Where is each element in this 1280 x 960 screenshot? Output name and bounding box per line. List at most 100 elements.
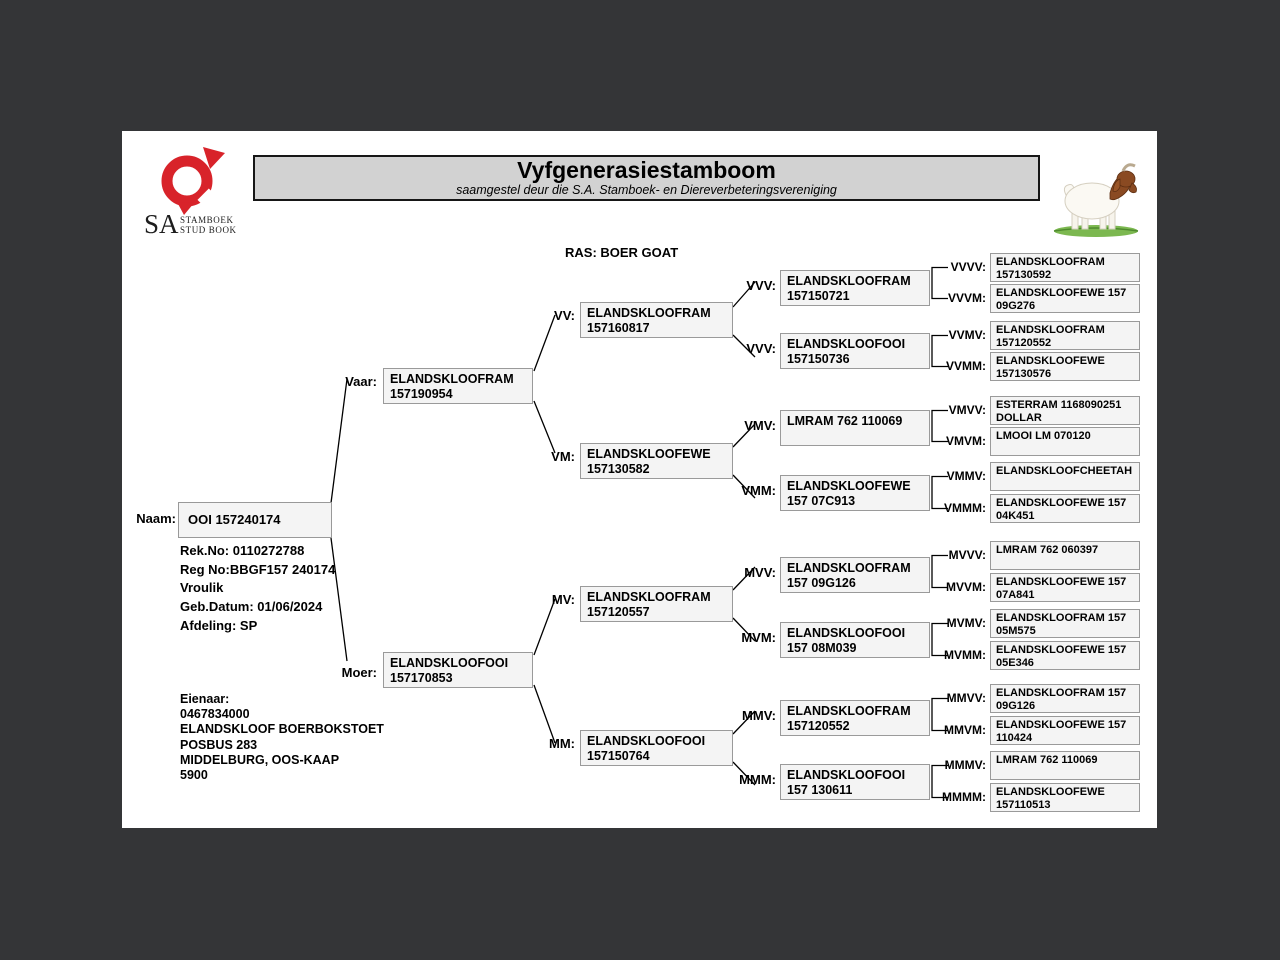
box-mmv: ELANDSKLOOFRAM 157120552 (780, 700, 930, 736)
animal-name: LMOOI LM 070120 (996, 430, 1091, 442)
box-mvm: ELANDSKLOOFOOI 157 08M039 (780, 622, 930, 658)
animal-number: 157150736 (787, 352, 850, 366)
animal-name: LMRAM 762 060397 (996, 544, 1099, 556)
animal-number: 157 130611 (787, 783, 853, 797)
animal-number: 157170853 (390, 671, 453, 685)
animal-name: ELANDSKLOOFRAM (787, 704, 911, 718)
animal-number: 07A841 (996, 588, 1035, 601)
box-vmm: ELANDSKLOOFEWE 157 07C913 (780, 475, 930, 511)
label-mvm: MVM: (741, 630, 776, 645)
logo-caption-line1: STAMBOEK (180, 215, 234, 225)
label-vvvv: VVVV: (950, 260, 986, 274)
subject-rek-no: Rek.No: 0110272788 (180, 543, 305, 558)
animal-name: ELANDSKLOOFEWE 157 (996, 644, 1127, 656)
box-vvm: ELANDSKLOOFOOI 157150736 (780, 333, 930, 369)
label-mmmv: MMMV: (944, 758, 986, 772)
animal-name: LMRAM 762 110069 (996, 754, 1098, 766)
label-vvv: VVV: (746, 278, 776, 293)
animal-name: ELANDSKLOOFEWE 157 (996, 287, 1127, 299)
label-vmm: VMM: (741, 483, 776, 498)
animal-name: ESTERRAM 1168090251 (996, 399, 1122, 411)
box-vv: ELANDSKLOOFRAM 157160817 (580, 302, 733, 338)
animal-name: ELANDSKLOOFOOI (787, 337, 906, 351)
animal-name: ELANDSKLOOFEWE (996, 355, 1105, 367)
breed-label: RAS: BOER GOAT (565, 245, 679, 260)
box-vmmv: ELANDSKLOOFCHEETAH (990, 462, 1140, 491)
box-vmvm: LMOOI LM 070120 (990, 427, 1140, 456)
document-title: Vyfgenerasiestamboom (517, 157, 776, 183)
box-vmv: LMRAM 762 110069 (780, 410, 930, 446)
label-mmm: MMM: (739, 772, 776, 787)
animal-name: ELANDSKLOOFEWE (996, 786, 1105, 798)
animal-number: 157110513 (996, 798, 1051, 811)
box-mmvv: ELANDSKLOOFRAM 157 09G126 (990, 684, 1140, 713)
box-vmvv: ESTERRAM 1168090251 DOLLAR (990, 396, 1140, 425)
animal-name: ELANDSKLOOFEWE (587, 447, 711, 461)
box-mmm: ELANDSKLOOFOOI 157 130611 (780, 764, 930, 800)
label-mmv: MMV: (742, 708, 776, 723)
title-bar: Vyfgenerasiestamboom saamgestel deur die… (253, 155, 1040, 201)
animal-number: 157160817 (587, 321, 650, 335)
animal-number: 09G276 (996, 299, 1036, 312)
owner-phone: 0467834000 (180, 707, 250, 722)
animal-number: DOLLAR (996, 411, 1042, 424)
animal-number: 157190954 (390, 387, 453, 401)
label-mvmm: MVMM: (944, 648, 986, 662)
label-vmvv: VMVV: (948, 403, 986, 417)
box-moer: ELANDSKLOOFOOI 157170853 (383, 652, 533, 688)
box-mv: ELANDSKLOOFRAM 157120557 (580, 586, 733, 622)
box-mvvm: ELANDSKLOOFEWE 157 07A841 (990, 573, 1140, 602)
animal-number: 05E346 (996, 656, 1034, 669)
label-vvvm: VVVM: (947, 291, 986, 305)
owner-name: ELANDSKLOOF BOERBOKSTOET (180, 722, 384, 737)
label-vmmv: VMMV: (946, 469, 986, 483)
animal-name: ELANDSKLOOFEWE 157 (996, 719, 1127, 731)
label-mm: MM: (549, 736, 575, 751)
animal-name: ELANDSKLOOFRAM (787, 561, 911, 575)
box-vvmm: ELANDSKLOOFEWE 157130576 (990, 352, 1140, 381)
label-mv: MV: (551, 592, 575, 607)
box-vvmv: ELANDSKLOOFRAM 157120552 (990, 321, 1140, 350)
owner-heading: Eienaar: (180, 692, 230, 706)
animal-name: ELANDSKLOOFOOI (787, 626, 906, 640)
animal-number: 05M575 (996, 624, 1036, 637)
box-mmmv: LMRAM 762 110069 (990, 751, 1140, 780)
label-mvv: MVV: (744, 565, 776, 580)
box-mmmm: ELANDSKLOOFEWE 157110513 (990, 783, 1140, 812)
animal-number: 157120557 (587, 605, 650, 619)
label-vvm: VVV: (746, 341, 776, 356)
box-mmvm: ELANDSKLOOFEWE 157 110424 (990, 716, 1140, 745)
animal-number: 157130592 (996, 268, 1052, 281)
subject-birthdate: Geb.Datum: 01/06/2024 (180, 599, 323, 615)
subject-sex: Vroulik (180, 580, 224, 596)
animal-number: 157120552 (996, 336, 1052, 349)
owner-address-line1: POSBUS 283 (180, 737, 258, 752)
animal-name: ELANDSKLOOFRAM 157 (996, 687, 1127, 699)
label-mmvm: MMVM: (944, 723, 986, 737)
animal-name: ELANDSKLOOFRAM (587, 590, 711, 604)
animal-name: ELANDSKLOOFOOI (787, 768, 906, 782)
label-vvmv: VVMV: (948, 328, 986, 342)
label-mvvv: MVVV: (948, 548, 986, 562)
label-vv: VV: (554, 308, 575, 323)
animal-name: ELANDSKLOOFOOI (587, 734, 706, 748)
box-vaar: ELANDSKLOOFRAM 157190954 (383, 368, 533, 404)
subject-name-box: OOI 157240174 (178, 502, 332, 538)
logo-sa-text: SA (144, 209, 179, 239)
animal-name: ELANDSKLOOFCHEETAH (996, 465, 1133, 477)
label-mmmm: MMMM: (942, 790, 986, 804)
label-vmv: VMV: (744, 418, 776, 433)
box-mvmm: ELANDSKLOOFEWE 157 05E346 (990, 641, 1140, 670)
label-vmmm: VMMM: (944, 501, 986, 515)
owner-postal-code: 5900 (180, 768, 208, 783)
animal-number: 157 07C913 (787, 494, 856, 508)
animal-number: 157130582 (587, 462, 650, 476)
logo-caption: STAMBOEK STUD BOOK (180, 215, 237, 235)
label-vaar: Vaar: (345, 374, 377, 389)
logo-caption-line2: STUD BOOK (180, 225, 237, 235)
animal-name: ELANDSKLOOFEWE 157 (996, 576, 1127, 588)
box-vvvm: ELANDSKLOOFEWE 157 09G276 (990, 284, 1140, 313)
box-vmmm: ELANDSKLOOFEWE 157 04K451 (990, 494, 1140, 523)
animal-name: ELANDSKLOOFEWE (787, 479, 911, 493)
pedigree-document-page: SA STAMBOEK STUD BOOK Vyfgenerasiestambo… (122, 131, 1157, 828)
